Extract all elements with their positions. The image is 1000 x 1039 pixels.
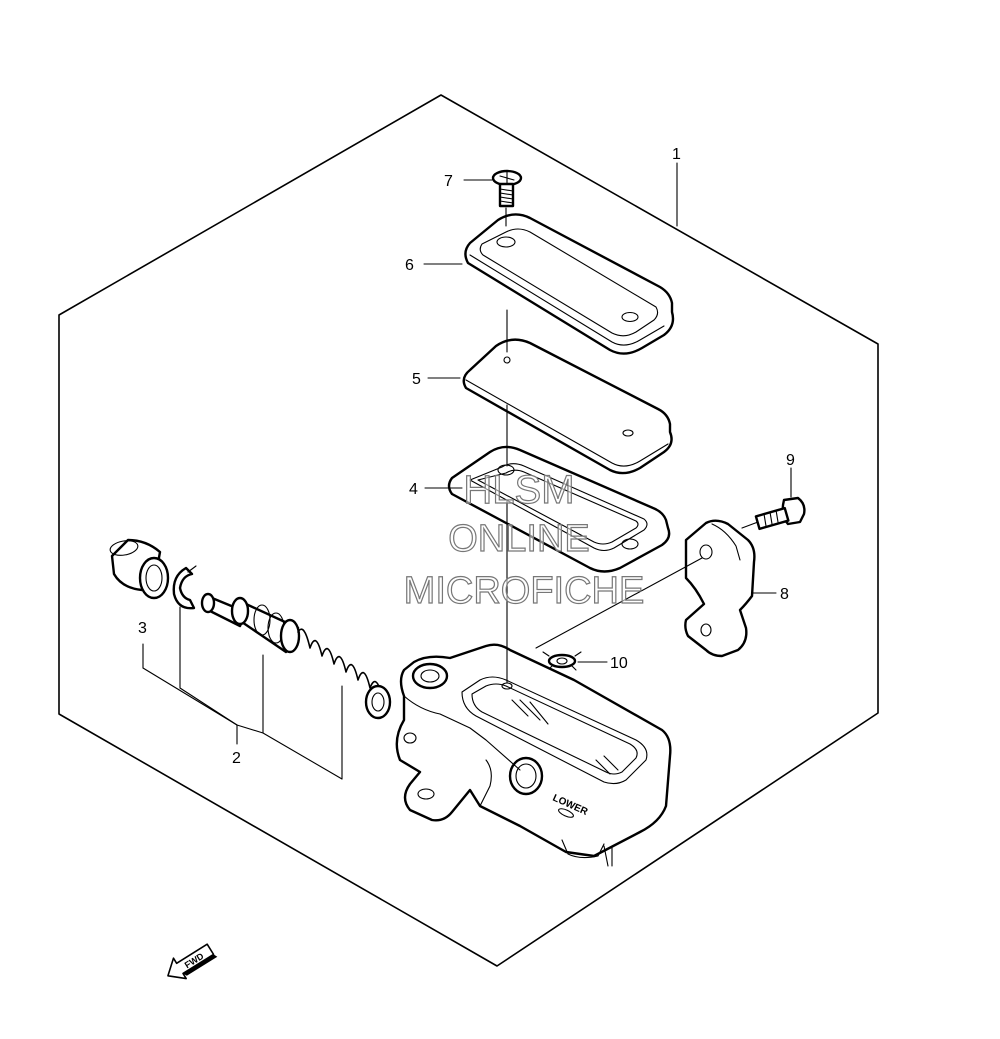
callout-2: 2 [232,750,241,767]
master-cylinder-body[interactable]: LOWER [395,643,672,867]
callout-9: 9 [786,452,795,469]
leader-lines [142,162,792,780]
callout-6: 6 [405,257,414,274]
callout-8: 8 [780,586,789,603]
callout-3: 3 [138,620,147,637]
plate[interactable] [447,445,671,573]
screw[interactable] [491,169,523,208]
bolt[interactable] [754,496,806,531]
callout-1: 1 [672,146,681,163]
watermark: HLSM ONLINE MICROFICHE [403,467,645,612]
callout-5: 5 [412,371,421,388]
diaphragm[interactable] [462,338,673,475]
callout-numbers: 1 7 6 5 4 9 8 10 3 2 [138,146,795,767]
watermark-line-2: ONLINE [448,518,589,560]
assembly-boundary [58,94,879,967]
callout-4: 4 [409,481,418,498]
boot[interactable] [109,538,170,600]
reservoir-cap[interactable] [464,213,675,355]
holder[interactable] [684,519,756,658]
washer[interactable] [542,651,582,671]
watermark-line-3: MICROFICHE [404,570,645,612]
circlip[interactable] [172,565,197,610]
fwd-arrow-icon: FWD [167,943,218,980]
piston-set[interactable] [200,592,392,720]
spring [297,628,392,720]
watermark-line-1: HLSM [463,468,574,512]
callout-7: 7 [444,173,453,190]
callout-10: 10 [610,655,628,672]
